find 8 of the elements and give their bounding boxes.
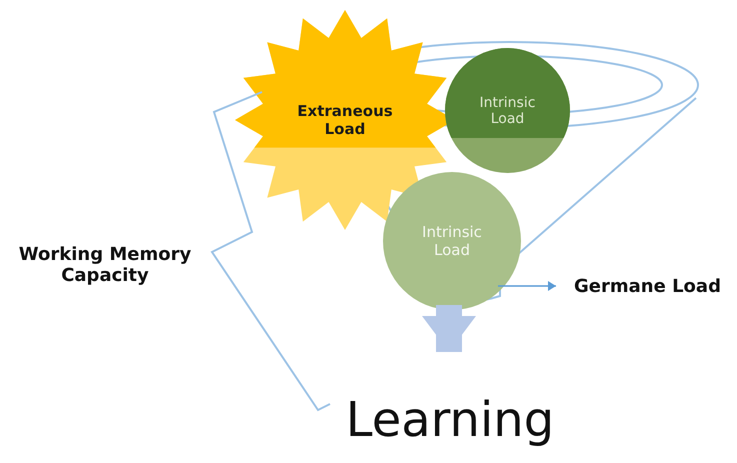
node-label: Intrinsic Load	[421, 223, 483, 259]
node-label: Extraneous Load	[296, 102, 394, 138]
text-label: Germane Load	[574, 276, 721, 296]
arrow	[498, 281, 556, 291]
text-label: Working Memory Capacity	[18, 244, 192, 286]
node-label: Intrinsic Load	[478, 94, 536, 126]
text-label: Learning	[346, 392, 554, 448]
block-arrow	[422, 305, 476, 352]
